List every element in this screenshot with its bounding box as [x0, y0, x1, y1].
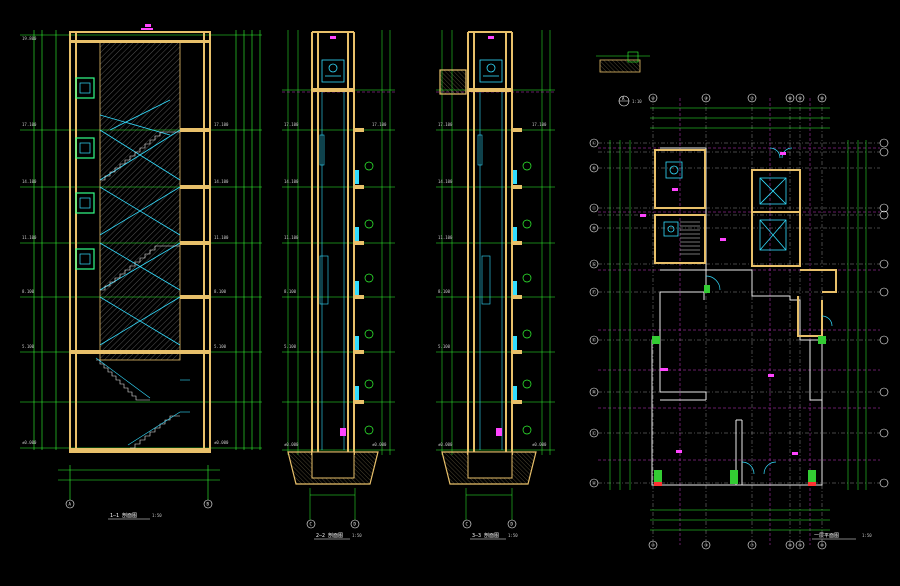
plan-left-grid-4: Ⓖ	[592, 261, 596, 267]
plan-top-grid-4: ⑨	[798, 96, 802, 101]
plan-left-grid-5: Ⓕ	[592, 289, 596, 295]
svg-text:±0.000: ±0.000	[284, 442, 299, 447]
plan-bottom-grid-0: ②	[651, 543, 655, 548]
svg-text:11.100: 11.100	[438, 235, 453, 240]
svg-text:14.100: 14.100	[284, 179, 299, 184]
svg-text:8.100: 8.100	[214, 289, 227, 294]
svg-text:17.100: 17.100	[438, 122, 453, 127]
plan-left-grid-0: Ⓛ	[592, 140, 596, 146]
plan-left-grid-2: Ⓘ	[592, 205, 596, 211]
svg-text:±0.000: ±0.000	[214, 440, 229, 445]
svg-text:19.800: 19.800	[22, 36, 37, 41]
plan-scale: 1:50	[862, 533, 872, 538]
plan-top-grid-0: ②	[651, 96, 655, 101]
detail-marker-label: A	[622, 96, 625, 101]
plan-bottom-grid-1: ③	[704, 543, 708, 548]
elevator1-grid-left-label: C	[310, 522, 313, 527]
plan-left-grid-8: Ⓒ	[592, 430, 596, 436]
svg-text:±0.000: ±0.000	[22, 440, 37, 445]
stair-grid-right-label: B	[207, 502, 210, 507]
svg-text:5.100: 5.100	[284, 344, 297, 349]
plan-bottom-grid-2: ⑦	[750, 543, 754, 548]
svg-text:8.100: 8.100	[438, 289, 451, 294]
floor-plan-view: A 1:10	[589, 51, 889, 550]
plan-left-grid-7: Ⓓ	[592, 389, 596, 395]
plan-top-grid-3: ⑧	[788, 96, 792, 101]
elevator1-grid-right-label: D	[354, 522, 357, 527]
elevator2-grid-left-label: C	[466, 522, 469, 527]
svg-text:±0.000: ±0.000	[532, 442, 547, 447]
svg-text:17.100: 17.100	[284, 122, 299, 127]
svg-text:±0.000: ±0.000	[438, 442, 453, 447]
plan-title: 一层平面图	[814, 533, 839, 539]
elevator2-grid-right-label: D	[511, 522, 514, 527]
elevator-section-1-view: 17.100 14.100 11.100 8.100 5.100 ±0.000 …	[282, 30, 395, 540]
stair-section-scale: 1:50	[152, 513, 162, 518]
svg-text:5.100: 5.100	[22, 344, 35, 349]
elevator-section-2-view: 17.100 14.100 11.100 8.100 5.100 ±0.000 …	[436, 30, 555, 540]
svg-text:5.100: 5.100	[214, 344, 227, 349]
svg-text:17.100: 17.100	[22, 122, 37, 127]
svg-text:11.100: 11.100	[214, 235, 229, 240]
stair-section-view: 19.800 17.100 14.100 11.100 8.100 5.100 …	[20, 24, 262, 520]
plan-top-grid-5: ⑩	[820, 96, 824, 101]
svg-text:11.100: 11.100	[22, 235, 37, 240]
svg-text:±0.000: ±0.000	[372, 442, 387, 447]
plan-bottom-grid-4: ⑨	[798, 543, 802, 548]
svg-text:11.100: 11.100	[284, 235, 299, 240]
plan-bottom-grid-5: ⑩	[820, 543, 824, 548]
svg-text:8.100: 8.100	[22, 289, 35, 294]
svg-text:17.100: 17.100	[372, 122, 387, 127]
plan-left-grid-3: Ⓗ	[592, 225, 596, 231]
plan-left-grid-1: Ⓚ	[592, 165, 596, 171]
elevator-section-2-scale: 1:50	[508, 533, 518, 538]
stair-grid-left-label: A	[69, 502, 72, 507]
elevator-section-1-scale: 1:50	[352, 533, 362, 538]
svg-text:14.100: 14.100	[438, 179, 453, 184]
detail-a: A 1:10	[596, 51, 650, 107]
svg-text:17.100: 17.100	[214, 122, 229, 127]
plan-left-grid-9: Ⓐ	[592, 480, 596, 486]
svg-text:5.100: 5.100	[438, 344, 451, 349]
svg-text:14.100: 14.100	[22, 179, 37, 184]
svg-text:14.100: 14.100	[214, 179, 229, 184]
plan-bottom-grid-3: ⑧	[788, 543, 792, 548]
elevator-section-1-title: 2—2 剖面图	[316, 532, 343, 539]
stair-section-title: 1—1 剖面图	[110, 512, 137, 519]
elevator-section-2-title: 3—3 剖面图	[472, 532, 499, 539]
plan-top-grid-2: ⑦	[750, 96, 754, 101]
plan-top-grid-1: ③	[704, 96, 708, 101]
svg-text:17.100: 17.100	[532, 122, 547, 127]
svg-text:8.100: 8.100	[284, 289, 297, 294]
detail-scale-label: 1:10	[632, 99, 642, 104]
plan-left-grid-6: Ⓔ	[592, 337, 596, 343]
